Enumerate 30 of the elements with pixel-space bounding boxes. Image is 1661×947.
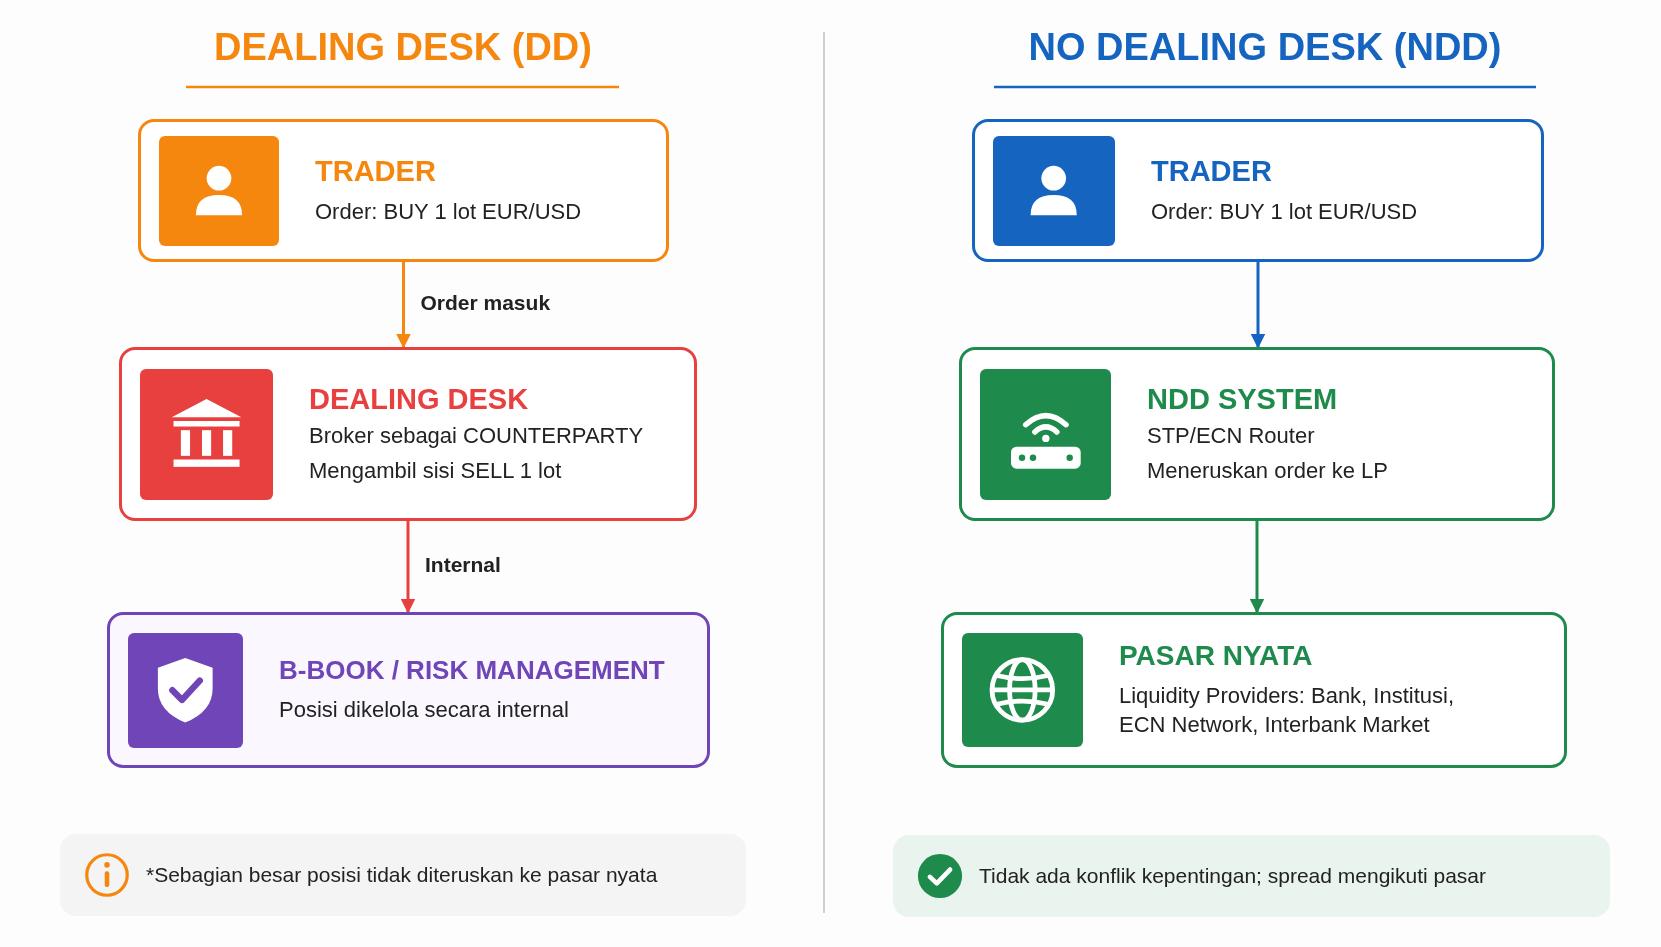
box-heading: B-BOOK / RISK MANAGEMENT — [279, 655, 665, 687]
process-box — [138, 119, 669, 262]
box-text: Order: BUY 1 lot EUR/USD — [1151, 197, 1418, 226]
arrow — [1250, 262, 1266, 349]
process-box — [959, 347, 1555, 521]
arrow — [1249, 521, 1265, 614]
box-text: Meneruskan order ke LP — [1147, 456, 1388, 485]
note-panel — [60, 834, 746, 916]
note-text: Tidak ada konflik kepentingan; spread mengikuti pasar — [979, 864, 1487, 888]
box-heading: NDD SYSTEM — [1147, 382, 1339, 416]
box-text: Broker sebagai COUNTERPARTY — [309, 421, 644, 450]
box-text: Order: BUY 1 lot EUR/USD — [315, 197, 582, 226]
arrow — [396, 262, 411, 349]
box-text: Mengambil sisi SELL 1 lot — [309, 456, 563, 485]
process-box — [107, 612, 710, 768]
process-box — [941, 612, 1567, 768]
box-text: Posisi dikelola secara internal — [279, 696, 570, 725]
section-title: DEALING DESK (DD) — [214, 26, 592, 69]
box-heading: TRADER — [315, 154, 437, 188]
box-heading: TRADER — [1151, 154, 1273, 188]
box-text: STP/ECN Router — [1147, 421, 1316, 450]
box-heading: DEALING DESK — [309, 382, 530, 416]
note-panel — [893, 835, 1610, 917]
arrow — [400, 521, 416, 614]
process-box — [972, 119, 1544, 262]
process-box — [119, 347, 697, 521]
section-title: NO DEALING DESK (NDD) — [1028, 26, 1502, 69]
note-text: *Sebagian besar posisi tidak diteruskan ke pasar nyata — [146, 863, 658, 887]
box-heading: PASAR NYATA — [1119, 640, 1314, 673]
box-text: Liquidity Providers: Bank, Institusi, ECN Network, Interbank Market — [1119, 682, 1456, 739]
